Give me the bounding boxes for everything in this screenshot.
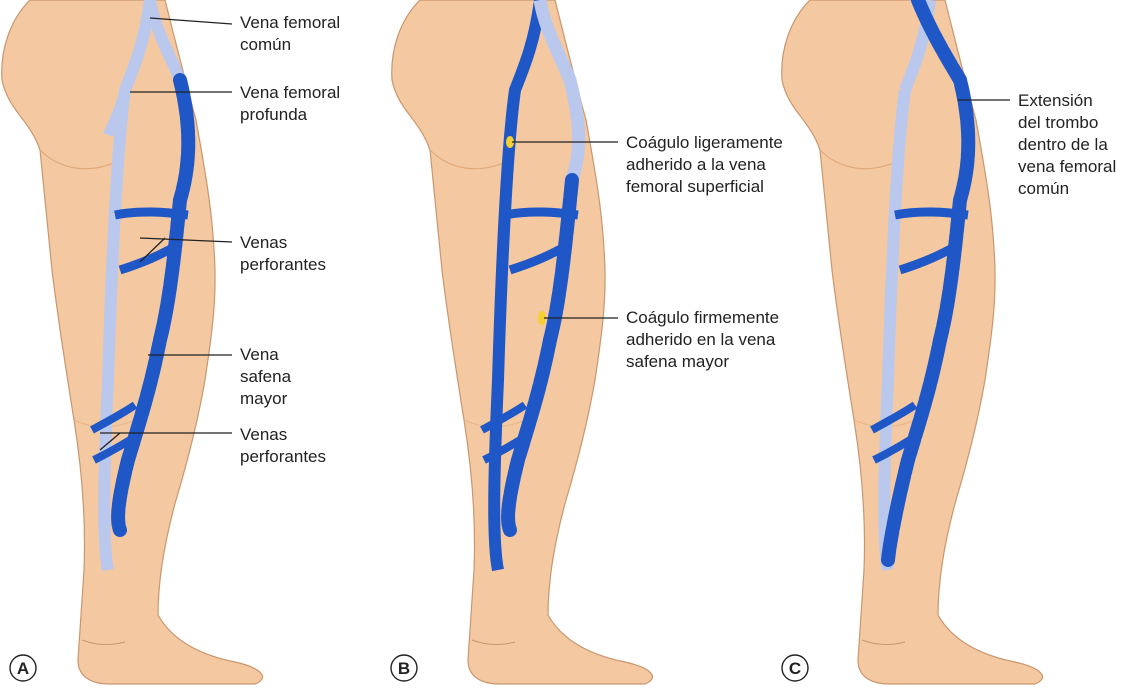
leg-illustration [782,0,1043,684]
panel-letter-b: B [398,659,410,678]
panel-c [782,0,1043,684]
label-common-femoral: Vena femoral común [240,13,345,54]
label-great-saphenous: Vena safena mayor [240,345,296,408]
label-clot-saphenous: Coágulo firmemente adherido en la vena s… [626,308,784,371]
label-thrombus-extension: Extensión del trombo dentro de la vena f… [1018,91,1121,198]
leg-illustration [392,0,653,684]
label-clot-femoral: Coágulo ligeramente adherido a la vena f… [626,133,788,196]
label-perforators-upper: Venas perforantes [240,233,326,274]
panel-letter-a: A [17,659,29,678]
panel-b [392,0,653,684]
label-deep-femoral: Vena femoral profunda [240,83,345,124]
panel-letter-c: C [789,659,801,678]
leg-illustration [2,0,263,684]
panel-a [2,0,263,684]
label-perforators-lower: Venas perforantes [240,425,326,466]
